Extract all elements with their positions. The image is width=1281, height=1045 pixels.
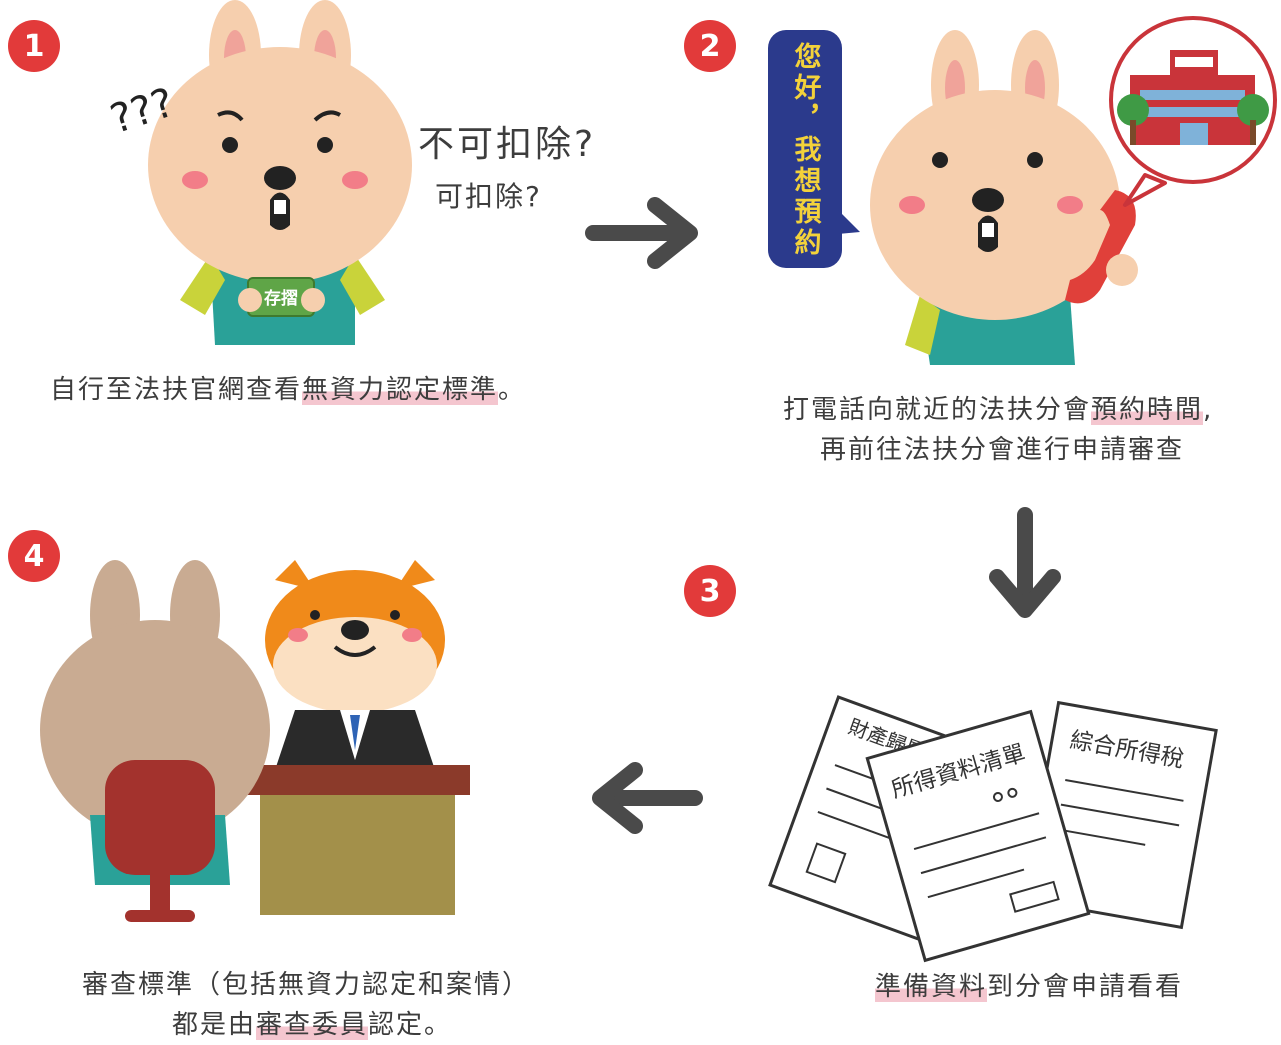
bunny-phone-illustration: [870, 30, 1138, 365]
step-3-caption-highlight: 準備資料: [875, 972, 988, 1002]
step-1-caption: 自行至法扶官網查看無資力認定標準。: [50, 370, 526, 410]
step-4-caption-end: 認定。: [368, 1010, 453, 1040]
step-1-caption-highlight: 無資力認定標準: [302, 375, 499, 405]
step-2-caption-line1: 打電話向就近的法扶分會預約時間,: [783, 390, 1213, 430]
step-3-caption: 準備資料到分會申請看看: [875, 967, 1183, 1007]
step-2-caption-text: 打電話向就近的法扶分會: [783, 395, 1092, 425]
speech-bubble: 您好，我想預約: [768, 30, 842, 268]
thought-deductible: 可扣除?: [435, 180, 542, 213]
arrow-right-icon: [585, 197, 698, 269]
review-meeting-illustration: [40, 560, 470, 922]
step-2-badge: 2: [684, 20, 736, 72]
step-1-badge: 1: [8, 20, 60, 72]
arrow-down-icon: [989, 507, 1061, 618]
legal-aid-office-icon: [1109, 16, 1277, 207]
step-4-caption-line1: 審查標準（包括無資力認定和案情）: [82, 970, 531, 1000]
step-4-caption-text: 都是由: [172, 1010, 257, 1040]
step-3-badge: 3: [684, 565, 736, 617]
passbook-label: 存摺: [264, 288, 298, 309]
step-4-caption-line2: 都是由審查委員認定。: [172, 1005, 452, 1045]
speech-bubble-text: 您好，我想預約: [789, 42, 821, 259]
step-4-caption-highlight: 審查委員: [256, 1010, 369, 1040]
step-1-caption-text: 自行至法扶官網查看: [50, 375, 303, 405]
step-1-caption-end: 。: [498, 375, 527, 405]
speech-bubble-tail: [838, 210, 860, 234]
step-3-caption-text: 到分會申請看看: [987, 972, 1184, 1002]
step-4-badge: 4: [8, 530, 60, 582]
bunny-confused-illustration: 存摺 ???: [105, 0, 412, 345]
documents-illustration: 財產歸屬 綜合所得稅 所得資料清單: [768, 695, 1218, 963]
thought-not-deductible: 不可扣除?: [418, 124, 597, 165]
step-2-caption-highlight: 預約時間: [1091, 395, 1204, 425]
step-2-caption-end: ,: [1203, 395, 1214, 425]
step-2-caption-line2: 再前往法扶分會進行申請審查: [820, 435, 1185, 465]
arrow-left-icon: [592, 762, 703, 834]
